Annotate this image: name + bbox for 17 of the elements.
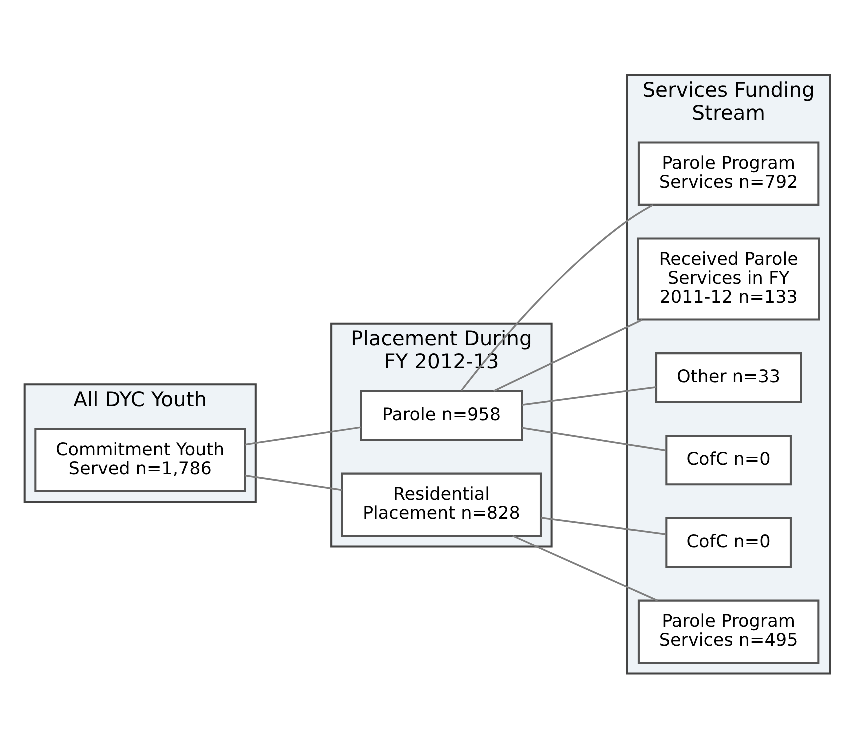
node-box: Parole Program Services n=792 bbox=[638, 141, 820, 206]
connector bbox=[245, 426, 362, 446]
connector bbox=[522, 386, 657, 406]
connector bbox=[245, 474, 342, 491]
node-box: Parole Program Services n=495 bbox=[638, 599, 820, 664]
node-box: Received Parole Services in FY 2011-12 n=133 bbox=[637, 237, 820, 320]
node-box: Other n=33 bbox=[656, 352, 802, 403]
node-box: Commitment Youth Served n=1,786 bbox=[34, 428, 246, 492]
connector bbox=[494, 318, 643, 392]
node-box: CofC n=0 bbox=[666, 516, 792, 568]
connector bbox=[512, 534, 658, 602]
node-box: Parole n=958 bbox=[360, 390, 524, 441]
node-box: Residential Placement n=828 bbox=[341, 472, 542, 536]
connector bbox=[460, 204, 654, 391]
connector bbox=[541, 516, 667, 535]
node-box: CofC n=0 bbox=[666, 434, 792, 486]
connector bbox=[522, 426, 666, 452]
